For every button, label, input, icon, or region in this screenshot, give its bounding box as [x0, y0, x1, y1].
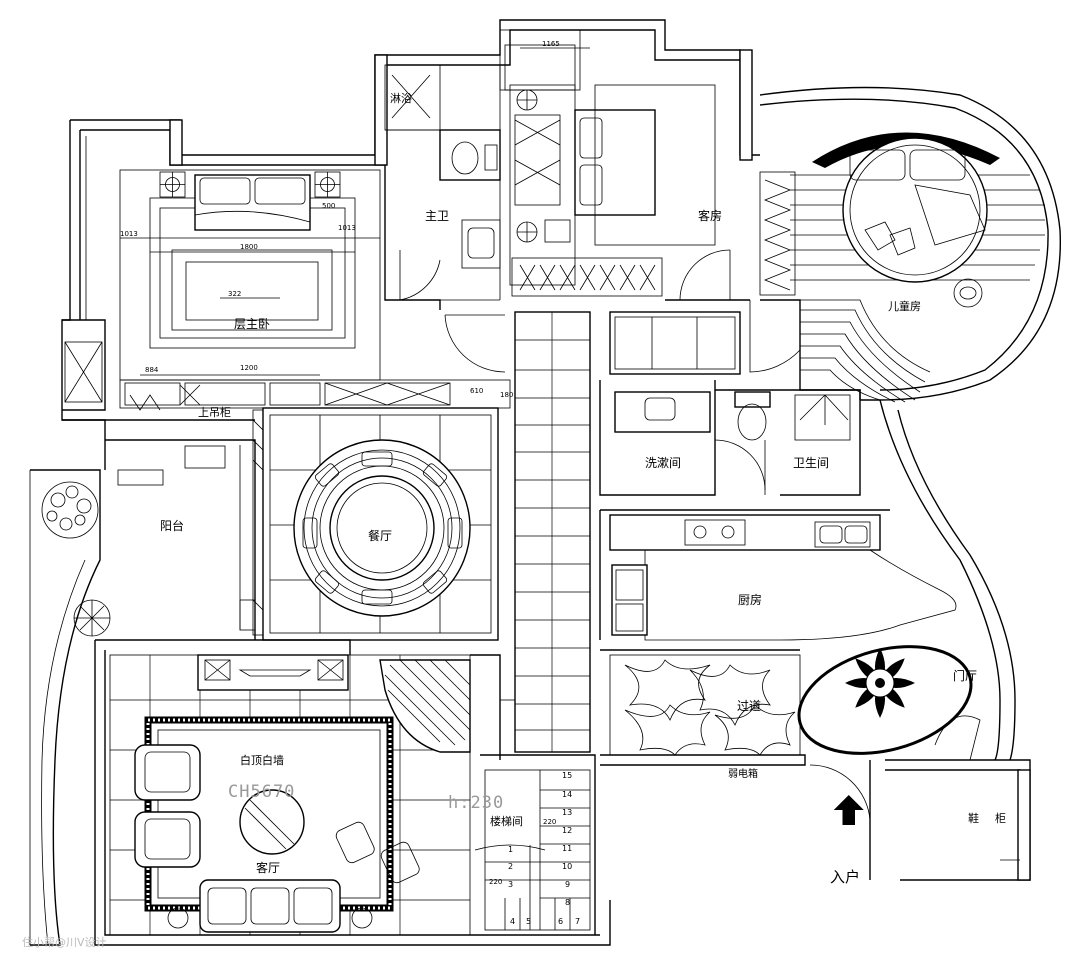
step-9: 9: [565, 880, 570, 889]
step-12: 12: [562, 826, 572, 835]
kids-room: [749, 132, 1045, 403]
dim-884: 884: [145, 366, 159, 374]
stairwell: [474, 754, 596, 935]
label-balcony: 阳台: [160, 518, 184, 533]
dim-1200: 1200: [240, 364, 258, 372]
master-bedroom: [119, 169, 511, 411]
label-entrance: 入户: [830, 868, 860, 886]
step-14: 14: [562, 790, 572, 799]
balcony: [41, 419, 256, 640]
label-corridor: 过道: [737, 699, 761, 713]
label-shoe-cabinet-2: 柜: [995, 812, 1006, 825]
guest-room: [499, 29, 750, 301]
label-ceiling-wall: 白顶白墙: [240, 753, 284, 767]
label-guest-room: 客房: [698, 208, 722, 223]
dim-500: 500: [322, 202, 335, 210]
label-kids-room: 儿童房: [888, 299, 921, 313]
dim-180: 180: [500, 391, 513, 399]
dim-1165: 1165: [542, 40, 560, 48]
label-elevator-box: 弱电箱: [728, 767, 758, 780]
label-vestibule: 门厅: [953, 668, 977, 683]
label-master-bedroom: 层主卧: [234, 317, 270, 331]
label-stairwell: 楼梯间: [490, 814, 523, 828]
label-living: 客厅: [256, 860, 280, 875]
step-13: 13: [562, 808, 572, 817]
master-bath: [384, 64, 501, 310]
dim-322: 322: [228, 290, 241, 298]
center-corridor: [444, 311, 741, 753]
paint-code: CH5670: [228, 782, 295, 802]
stair-step-numbers: 15 14 13 12 11 10 9 8 1 2 3 4 5 6 7: [508, 771, 580, 926]
step-1: 1: [508, 845, 513, 854]
dining-room: [252, 407, 499, 641]
step-2: 2: [508, 862, 513, 871]
watermark: 住小帮@川V设计: [22, 935, 107, 949]
label-upper-cabinet: 上吊柜: [198, 406, 231, 419]
dim-220-b: 220: [489, 878, 502, 886]
label-shoe-cabinet-1: 鞋: [968, 811, 979, 825]
label-dining: 餐厅: [368, 528, 392, 543]
wash-toilet: [599, 380, 861, 496]
label-toilet: 卫生间: [793, 456, 829, 470]
dim-1013-left: 1013: [120, 230, 138, 238]
step-15: 15: [562, 771, 572, 780]
label-wash-room: 洗漱间: [645, 456, 681, 470]
step-4: 4: [510, 917, 515, 926]
step-6: 6: [558, 917, 563, 926]
step-8: 8: [565, 898, 570, 907]
room-labels: 层主卧 主卫 淋浴 客房 儿童房 阳台 餐厅 洗漱间 卫生间 厨房 门厅 过道 …: [160, 92, 1006, 886]
step-3: 3: [508, 880, 513, 889]
dim-610: 610: [470, 387, 483, 395]
vestibule: [600, 645, 981, 880]
dimension-labels: 1165 1013 1013 1800 500 322 884 1200 610…: [120, 40, 560, 886]
dim-1013-right: 1013: [338, 224, 356, 232]
step-7: 7: [575, 917, 580, 926]
living-room: [95, 639, 515, 936]
step-10: 10: [562, 862, 572, 871]
height-mark: h:230: [448, 793, 504, 813]
outer-walls: [29, 19, 1062, 946]
label-shower: 淋浴: [390, 92, 412, 105]
dim-220-a: 220: [543, 818, 556, 826]
step-5: 5: [526, 917, 531, 926]
kitchen: [599, 509, 957, 651]
step-11: 11: [562, 844, 572, 853]
dim-1800: 1800: [240, 243, 258, 251]
label-kitchen: 厨房: [738, 592, 762, 607]
label-master-bath: 主卫: [425, 209, 449, 223]
